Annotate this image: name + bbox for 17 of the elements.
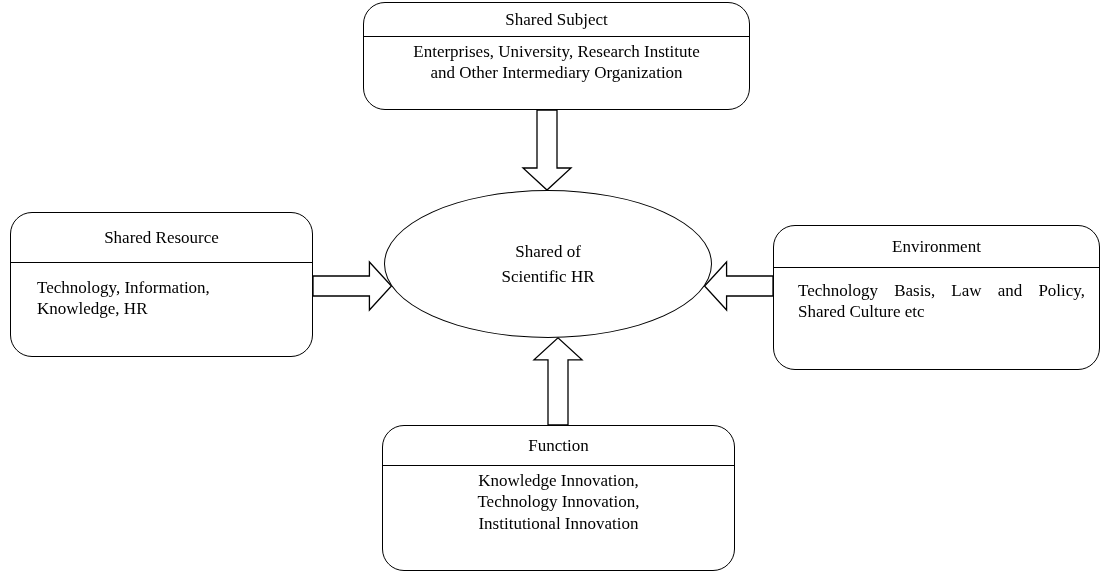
box-heading: Shared Subject: [364, 3, 749, 37]
box-body: Technology, Information, Knowledge, HR: [36, 277, 211, 321]
ellipse-label: Shared of Scientific HR: [500, 240, 596, 288]
rounded-box: [10, 212, 313, 357]
block-arrow: [521, 109, 573, 191]
box-body: Enterprises, University, Research Institute and Other Intermediary Organization: [412, 41, 701, 85]
box-heading: Environment: [774, 226, 1099, 268]
rounded-box: [773, 225, 1100, 370]
block-arrow: [532, 336, 584, 426]
box-heading: Shared Resource: [11, 213, 312, 263]
box-heading: Function: [383, 426, 734, 466]
rounded-box: [382, 425, 735, 571]
block-arrow: [312, 260, 393, 312]
block-arrow: [703, 260, 774, 312]
box-body: Knowledge Innovation, Technology Innovation, Institutional Innovation: [476, 470, 641, 535]
box-body: Technology Basis, Law and Policy, Shared Culture etc: [797, 280, 1086, 324]
rounded-box: [363, 2, 750, 110]
